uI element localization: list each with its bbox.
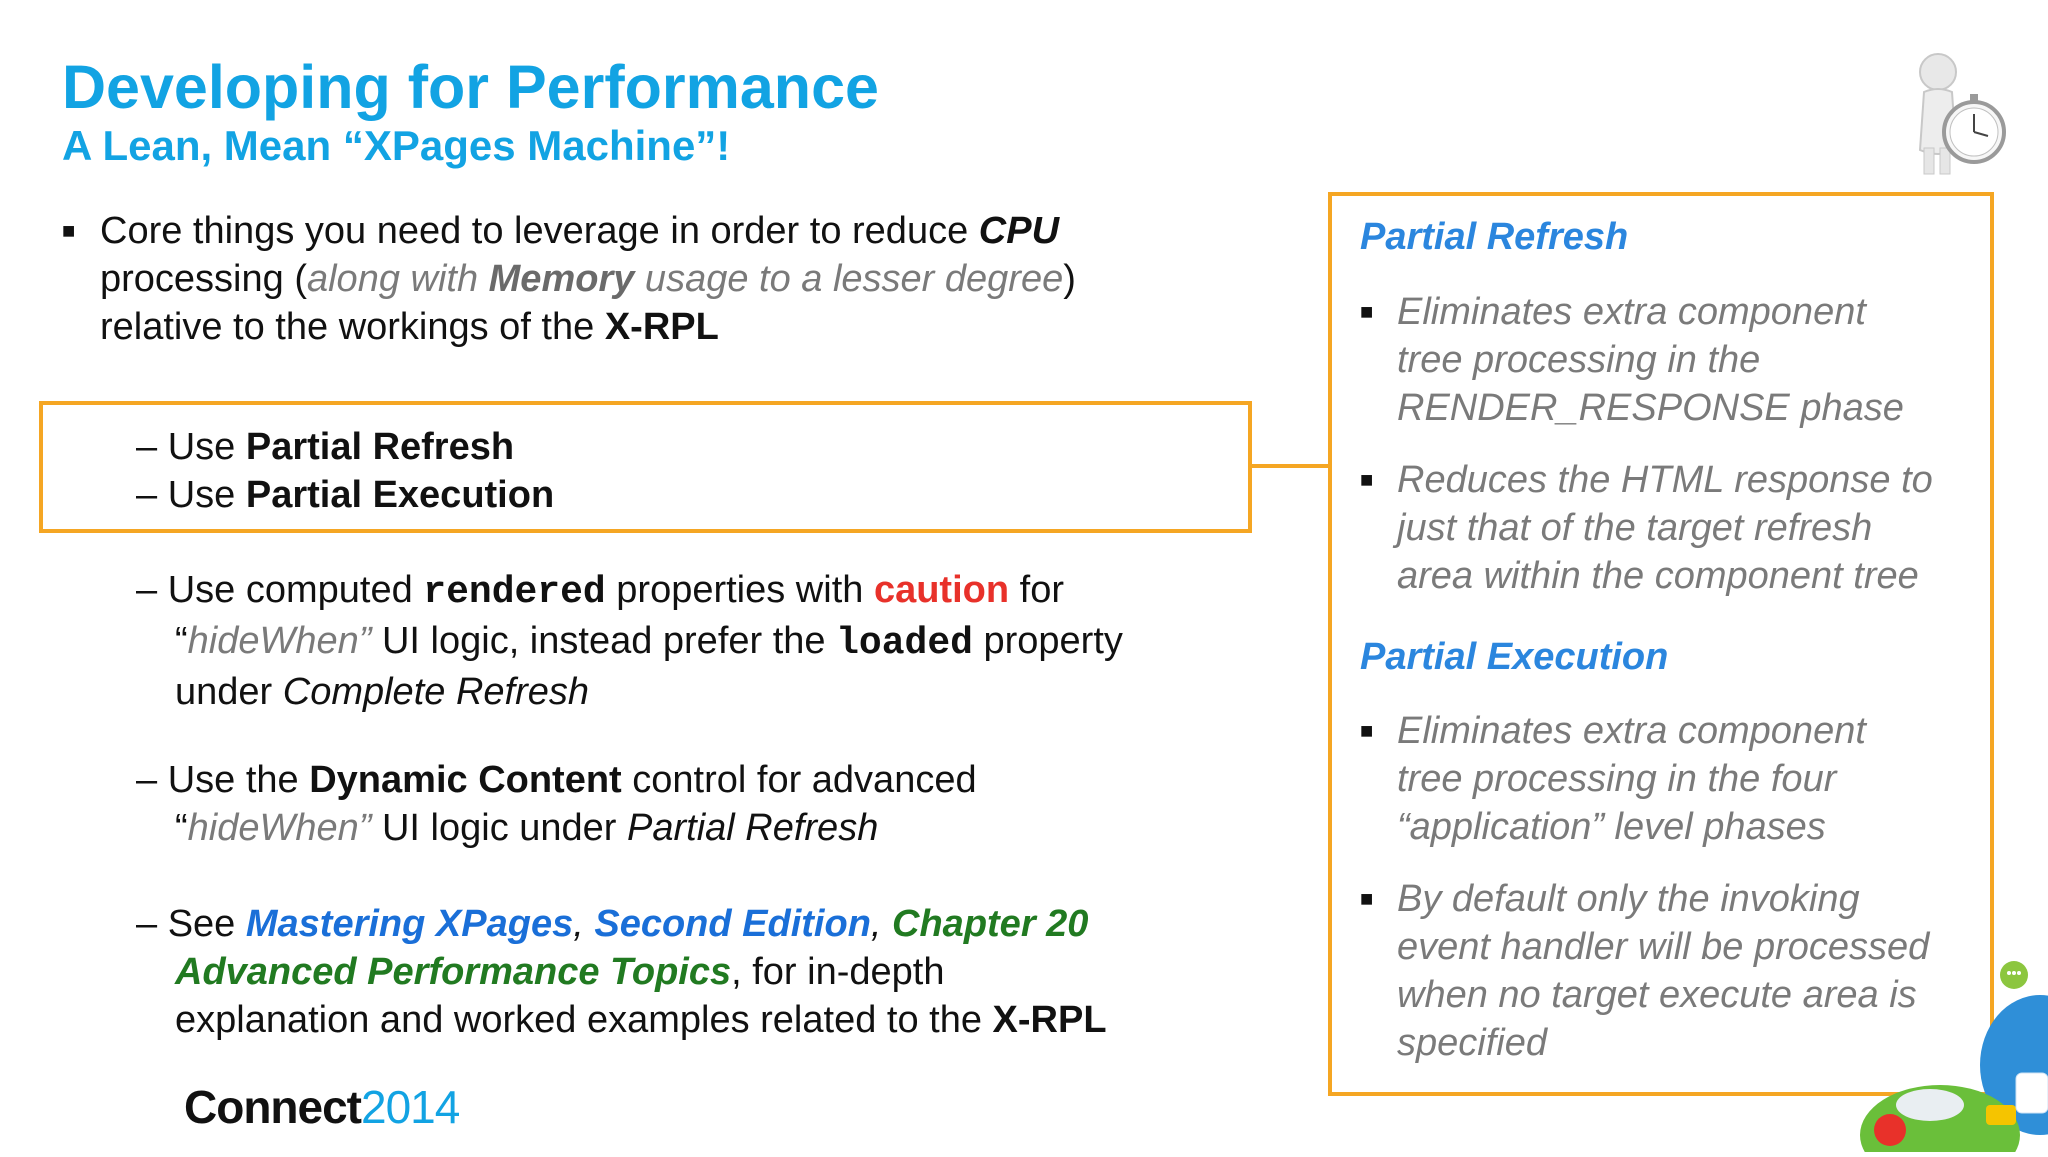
- book-title-link: Mastering XPages: [245, 903, 574, 945]
- intro-line-2: processing (along with Memory usage to a…: [100, 258, 1076, 300]
- refresh-bullet-2: Reduces the HTML response to just that o…: [1397, 459, 1933, 597]
- panel-heading-partial-refresh: Partial Refresh: [1360, 216, 1629, 258]
- item-rendered-line-1: – Use computed rendered properties with …: [136, 569, 1064, 614]
- connector-line: [1252, 464, 1330, 468]
- social-bubbles-icon: [1790, 955, 2048, 1157]
- exec-bullet-1: Eliminates extra component tree processi…: [1397, 710, 1866, 848]
- intro-line-1: Core things you need to leverage in orde…: [100, 210, 1060, 252]
- detail-panel: [1328, 192, 1994, 1096]
- item-rendered: – Use computed rendered properties with …: [136, 566, 1123, 716]
- highlight-items: – Use Partial Refresh – Use Partial Exec…: [136, 423, 554, 519]
- exec-bullet-2: By default only the invoking event handl…: [1397, 878, 1930, 1064]
- item-rendered-line-3: under Complete Refresh: [175, 671, 589, 713]
- slide-title: Developing for Performance: [62, 53, 879, 121]
- item-dynamic-line-1: – Use the Dynamic Content control for ad…: [136, 759, 977, 801]
- item-rendered-line-2: “hideWhen” UI logic, instead prefer the …: [175, 620, 1123, 665]
- panel-heading-partial-execution: Partial Execution: [1360, 636, 1669, 678]
- intro-text: Core things you need to leverage in orde…: [100, 207, 1076, 351]
- intro-line-3: relative to the workings of the X-RPL: [100, 306, 719, 348]
- stopwatch-figure-icon: [1900, 50, 2010, 178]
- square-bullet-icon: ■: [1360, 467, 1374, 492]
- item-book-line-2: Advanced Performance Topics, for in-dept…: [175, 951, 945, 993]
- connect-logo: Connect2014: [184, 1081, 460, 1133]
- square-bullet-icon: ■: [1360, 886, 1374, 911]
- square-bullet-icon: ■: [1360, 299, 1374, 324]
- highlight-box: [39, 401, 1252, 533]
- square-bullet-icon: ■: [62, 218, 76, 243]
- square-bullet-icon: ■: [1360, 718, 1374, 743]
- refresh-bullet-1: Eliminates extra component tree processi…: [1397, 291, 1904, 429]
- slide-subtitle: A Lean, Mean “XPages Machine”!: [62, 122, 731, 169]
- item-dynamic-content: – Use the Dynamic Content control for ad…: [136, 756, 977, 852]
- item-book-line-1: – See Mastering XPages, Second Edition, …: [136, 903, 1089, 945]
- item-dynamic-line-2: “hideWhen” UI logic under Partial Refres…: [175, 807, 879, 849]
- item-see-book: – See Mastering XPages, Second Edition, …: [136, 900, 1107, 1044]
- item-partial-execution: – Use Partial Execution: [136, 474, 555, 516]
- item-partial-refresh: – Use Partial Refresh: [136, 426, 515, 468]
- item-book-line-3: explanation and worked examples related …: [175, 999, 1107, 1041]
